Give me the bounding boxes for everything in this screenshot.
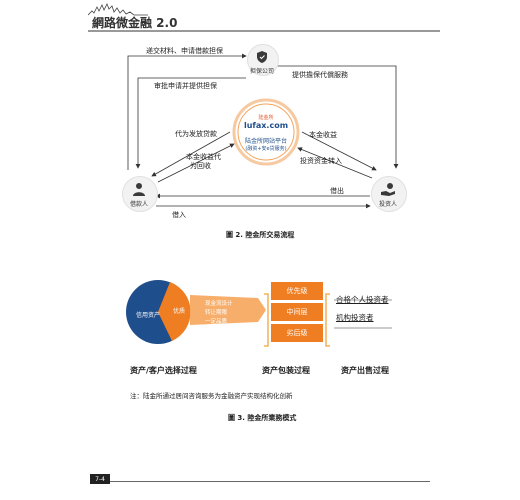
figure2-flow-diagram [127,53,399,209]
tier-senior: 优先级 [271,282,323,300]
step-selling: 资产出售过程 [341,366,389,375]
guarantor-label: 担保公司 [249,68,274,75]
pie-right-label: 优质 [173,308,186,315]
figure2-caption: 圖 2. 陸金所交易流程 [226,231,295,239]
edge-submit [127,53,247,170]
label-guarantee-service: 提供擔保代償服務 [292,71,348,79]
tier-bracket [264,293,269,347]
tier-junior: 劣后级 [271,324,323,342]
hand-coin-icon [381,183,395,196]
orange-arrow [190,295,266,325]
figure3-business-model [126,280,392,347]
edge-principal-return [301,131,377,171]
label-principal-return: 本金收益 [309,131,337,139]
platform-logo: lufax.com [243,121,289,130]
bullet-cashflow: 现金流设计 [205,301,233,307]
label-borrow: 借入 [172,211,186,219]
person-icon [133,183,145,196]
pie-left-label: 信用资产 [136,312,161,319]
step-packaging: 资产包装过程 [262,366,310,375]
bullet-term: 转让期限 [205,310,228,316]
investor-label: 投资人 [378,201,397,208]
skyline-decoration [88,3,148,16]
bullet-quality: 一定品质 [205,319,228,325]
header-rule [88,30,440,32]
label-approve: 审批申请并提供担保 [154,82,217,90]
label-repay-1: 本金收益代 [186,153,221,161]
edge-repay [157,143,235,183]
edge-guarantee [276,65,399,169]
borrower-label: 借款人 [129,201,148,208]
label-lend: 借出 [330,187,344,195]
edge-issue-loan [151,131,231,177]
platform-logo-top: 陆金所 [258,115,274,121]
label-submit: 递交材料、申请借款担保 [146,47,223,55]
edge-approve [135,77,246,169]
figure3-caption: 圖 3. 陸金所業務模式 [228,414,297,422]
tier-mezzanine: 中间层 [271,303,323,321]
edge-invest-in [297,147,373,179]
tier-bracket-right [325,293,330,347]
investor-individual: 合格个人投资者 [336,295,389,304]
figure-note: 注：陆金所通过居间咨询服务为金融资产实现结构化创新 [130,392,293,400]
platform-name: 陆金所网站平台 [244,138,287,145]
page-number: 7-4 [90,474,110,484]
label-repay-2: 为回收 [190,162,211,170]
step-selection: 资产/客户选择过程 [130,366,197,375]
label-issue-loan: 代为发放贷款 [175,130,217,138]
label-invest-in: 投资资金转入 [300,157,342,165]
investor-institution: 机构投资者 [336,313,374,322]
footer-rule [90,481,430,482]
pie-quality-slice [158,282,191,341]
shield-icon [257,51,267,63]
page-header-title: 網路微金融 2.0 [92,16,178,30]
platform-sub: (融资+安e贷服务) [245,146,287,152]
